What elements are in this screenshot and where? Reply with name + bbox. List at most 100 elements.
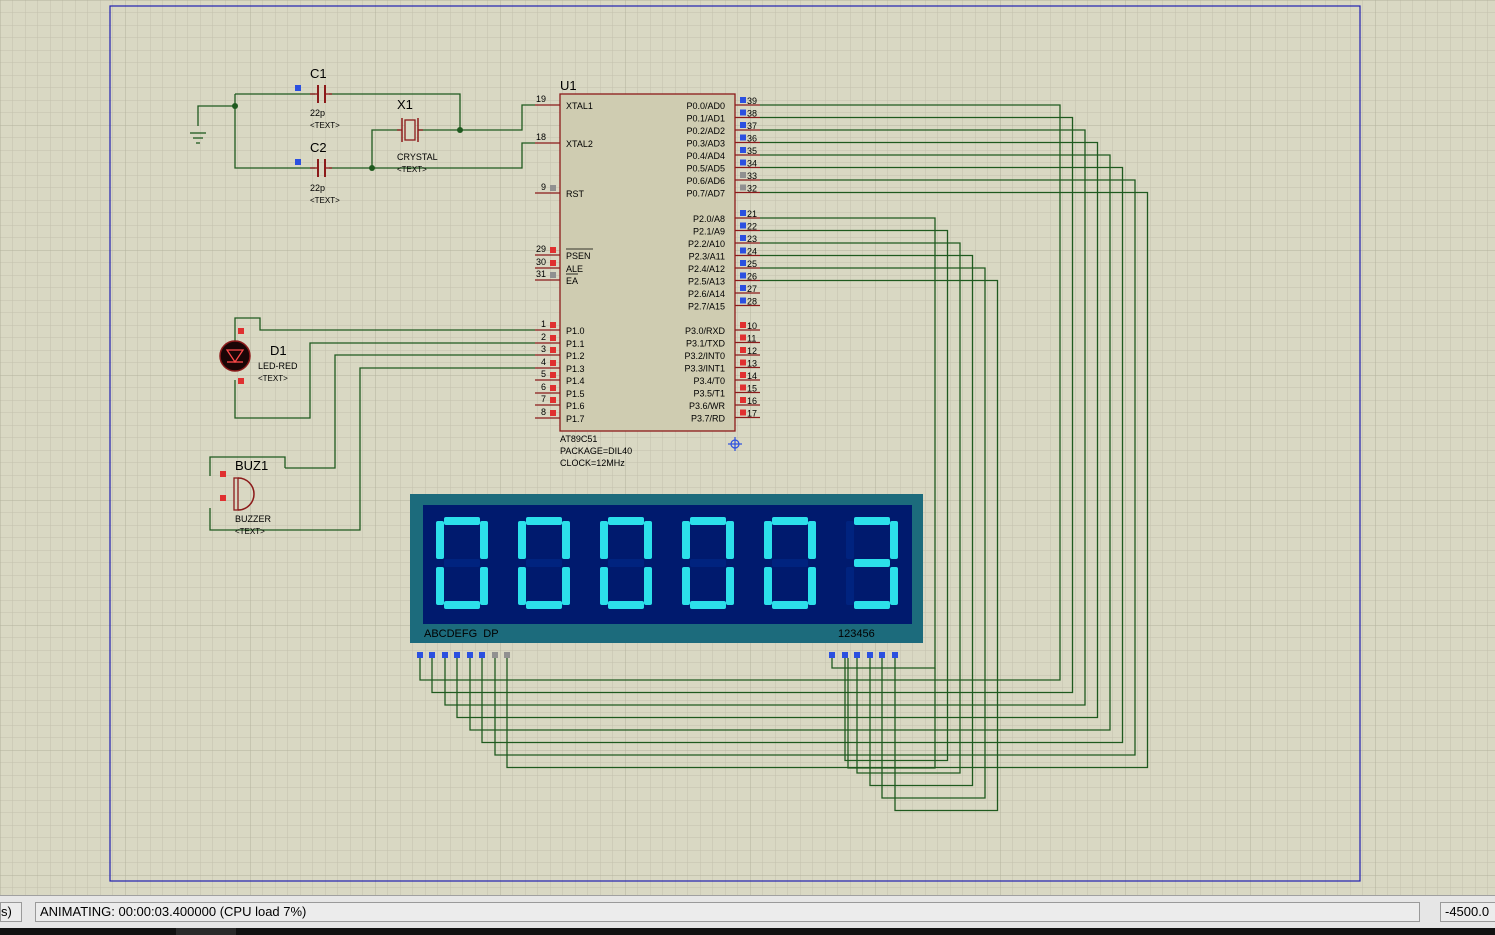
schematic-canvas[interactable]: C1 22p <TEXT> C2 22p <TEXT> X1 CRYSTAL <… — [0, 0, 1495, 895]
u1-pin-number: 26 — [747, 272, 757, 282]
u1-pin-number: 7 — [541, 394, 546, 404]
u1-pin-number: 9 — [541, 182, 546, 192]
u1-pin-number: 23 — [747, 234, 757, 244]
u1-pin-number: 18 — [536, 132, 546, 142]
origin-marker-icon — [728, 437, 742, 451]
u1-pin-label: P2.5/A13 — [688, 277, 725, 287]
u1-pin-label: P3.6/WR — [689, 401, 726, 411]
u1-pin-label: EA — [566, 276, 578, 286]
u1-pin-label: P0.0/AD0 — [686, 101, 725, 111]
u1-pin-number: 13 — [747, 359, 757, 369]
d1-value: LED-RED — [258, 361, 298, 371]
u1-pin-number: 2 — [541, 332, 546, 342]
u1-pin-label: P1.3 — [566, 364, 585, 374]
u1-pin-label: P3.1/TXD — [686, 339, 726, 349]
d1-ref: D1 — [270, 343, 287, 358]
u1-pin-label: P0.4/AD4 — [686, 151, 725, 161]
u1-pin-label: XTAL2 — [566, 139, 593, 149]
buzzer-buz1[interactable]: BUZ1 BUZZER <TEXT> — [220, 458, 272, 536]
u1-ref: U1 — [560, 78, 577, 93]
u1-pin-label: RST — [566, 189, 585, 199]
u1-pin-number: 27 — [747, 284, 757, 294]
u1-pin-label: P3.7/RD — [691, 414, 726, 424]
u1-pin-number: 12 — [747, 346, 757, 356]
u1-pin-number: 22 — [747, 222, 757, 232]
d1-text: <TEXT> — [258, 374, 288, 383]
microcontroller-u1[interactable]: U1 19XTAL118XTAL29RST29PSEN30ALE31EA1P1.… — [535, 78, 760, 468]
u1-pin-number: 10 — [747, 321, 757, 331]
u1-pin-number: 16 — [747, 396, 757, 406]
x1-value: CRYSTAL — [397, 152, 438, 162]
u1-pin-number: 37 — [747, 121, 757, 131]
c1-text: <TEXT> — [310, 121, 340, 130]
display-digit — [764, 517, 816, 609]
u1-pin-number: 36 — [747, 134, 757, 144]
u1-pin-number: 17 — [747, 409, 757, 419]
led-d1[interactable]: D1 LED-RED <TEXT> — [219, 328, 298, 384]
u1-pin-number: 25 — [747, 259, 757, 269]
u1-pin-label: P3.0/RXD — [685, 326, 726, 336]
u1-pin-label: P0.1/AD1 — [686, 114, 725, 124]
u1-pin-label: P1.4 — [566, 376, 585, 386]
c1-value: 22p — [310, 108, 325, 118]
u1-pin-label: XTAL1 — [566, 101, 593, 111]
u1-pin-label: P2.2/A10 — [688, 239, 725, 249]
u1-pin-number: 29 — [536, 244, 546, 254]
u1-pin-label: P1.6 — [566, 401, 585, 411]
u1-pin-label: P1.5 — [566, 389, 585, 399]
u1-pin-number: 1 — [541, 319, 546, 329]
u1-pin-number: 28 — [747, 297, 757, 307]
u1-pin-number: 32 — [747, 184, 757, 194]
u1-pin-label: P2.4/A12 — [688, 264, 725, 274]
display-digit — [518, 517, 570, 609]
u1-pin-number: 11 — [747, 334, 756, 344]
taskbar-strip — [0, 928, 1495, 935]
display-digit — [436, 517, 488, 609]
u1-pin-number: 4 — [541, 357, 546, 367]
u1-pin-number: 24 — [747, 247, 757, 257]
u1-pin-label: P2.7/A15 — [688, 302, 725, 312]
taskbar-tab — [176, 928, 236, 935]
capacitor-c2[interactable]: C2 22p <TEXT> — [295, 140, 340, 205]
u1-pin-label: P2.3/A11 — [689, 252, 725, 262]
u1-pin-label: P1.2 — [566, 351, 585, 361]
u1-pin-label: P0.6/AD6 — [686, 176, 725, 186]
u1-pin-number: 30 — [536, 257, 546, 267]
seven-segment-display[interactable]: ABCDEFG DP 123456 — [410, 494, 923, 658]
display-pins — [417, 652, 898, 658]
display-wires — [419, 104, 1149, 812]
u1-pin-number: 19 — [536, 94, 546, 104]
status-bar: s) ANIMATING: 00:00:03.400000 (CPU load … — [0, 895, 1495, 929]
display-digit — [682, 517, 734, 609]
display-digit-label: 123456 — [838, 628, 875, 640]
u1-right-pins: 39P0.0/AD038P0.1/AD137P0.2/AD236P0.3/AD3… — [684, 96, 760, 424]
crystal-x1[interactable]: X1 CRYSTAL <TEXT> — [397, 97, 438, 174]
u1-pin-label: P0.5/AD5 — [686, 164, 725, 174]
u1-pin-number: 3 — [541, 344, 546, 354]
u1-pin-label: P3.3/INT1 — [684, 364, 725, 374]
u1-pin-number: 6 — [541, 382, 546, 392]
u1-pin-label: P2.1/A9 — [693, 227, 725, 237]
u1-part: AT89C51 — [560, 434, 597, 444]
u1-pin-label: P3.5/T1 — [693, 389, 725, 399]
status-left-cell: s) — [0, 902, 22, 922]
display-segment-label: ABCDEFG DP — [424, 628, 499, 640]
display-digit — [600, 517, 652, 609]
c2-text: <TEXT> — [310, 196, 340, 205]
u1-pin-number: 8 — [541, 407, 546, 417]
buz1-ref: BUZ1 — [235, 458, 268, 473]
u1-clock: CLOCK=12MHz — [560, 458, 625, 468]
x1-text: <TEXT> — [397, 165, 427, 174]
status-coords: -4500.0 — [1440, 902, 1495, 922]
u1-pin-number: 38 — [747, 109, 757, 119]
c2-ref: C2 — [310, 140, 327, 155]
u1-pin-label: P1.0 — [566, 326, 585, 336]
u1-pin-number: 39 — [747, 96, 757, 106]
buz1-text: <TEXT> — [235, 527, 265, 536]
u1-pin-label: P0.7/AD7 — [686, 189, 725, 199]
u1-pin-number: 21 — [747, 209, 757, 219]
u1-pin-label: P1.7 — [566, 414, 585, 424]
capacitor-c1[interactable]: C1 22p <TEXT> — [295, 66, 340, 130]
u1-pin-label: P2.0/A8 — [693, 214, 725, 224]
u1-pin-label: P1.1 — [566, 339, 585, 349]
